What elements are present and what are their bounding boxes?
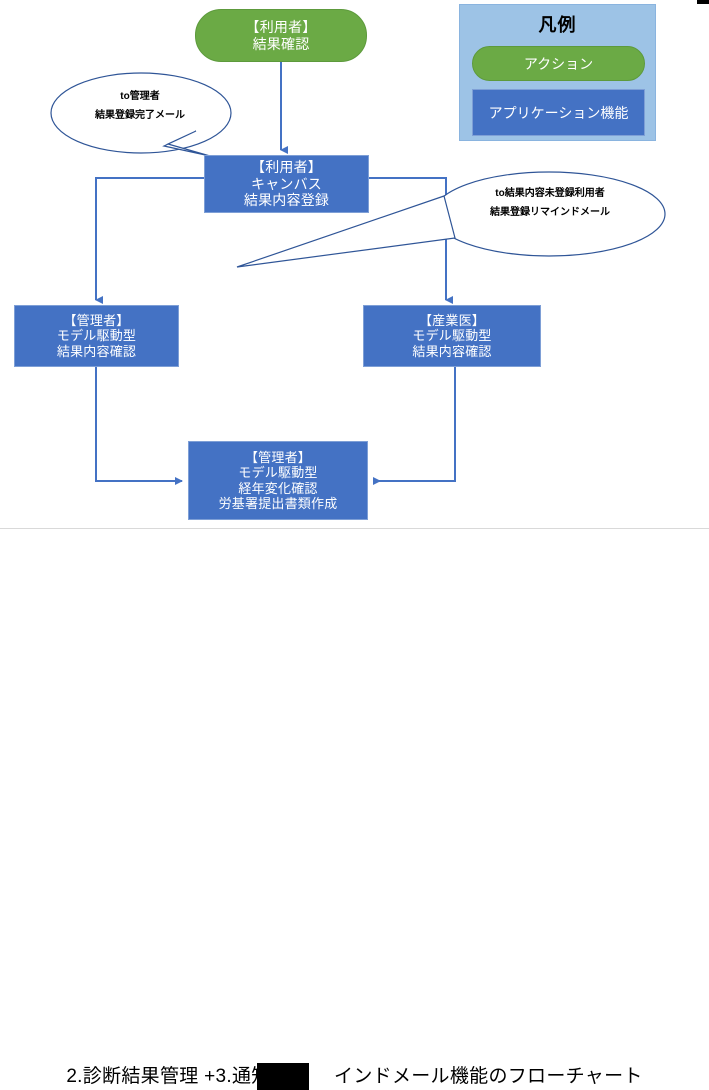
connector-center-to-doctor-check: [369, 177, 453, 304]
node-line: 【産業医】: [418, 313, 485, 328]
callout-left-label: to管理者 結果登録完了メール: [60, 88, 220, 125]
node-admin-trend-and-report[interactable]: 【管理者】 モデル駆動型 経年変化確認 労基署提出書類作成: [188, 441, 368, 520]
node-line: 【管理者】: [244, 449, 311, 465]
corner-mark: [697, 0, 709, 4]
node-line: 【利用者】: [245, 18, 317, 35]
callout-left-line1: to管理者: [120, 91, 160, 102]
node-line: 労基署提出書類作成: [218, 495, 338, 511]
node-line: 【利用者】: [251, 159, 322, 176]
node-line: 経年変化確認: [238, 480, 318, 496]
callout-right-line1: to結果内容未登録利用者: [495, 188, 605, 199]
node-line: 結果内容確認: [56, 343, 137, 359]
callout-left-line2: 結果登録完了メール: [95, 109, 185, 121]
node-line: モデル駆動型: [56, 328, 137, 344]
node-admin-model-driven-result-check[interactable]: 【管理者】 モデル駆動型 結果内容確認: [14, 305, 179, 367]
node-line: モデル駆動型: [412, 328, 492, 344]
node-occupational-physician-result-check[interactable]: 【産業医】 モデル駆動型 結果内容確認: [363, 305, 541, 367]
callout-right-line2: 結果登録リマインドメール: [490, 206, 610, 218]
redaction-box: [257, 1063, 309, 1090]
node-user-canvas-result-entry[interactable]: 【利用者】 キャンバス 結果内容登録: [204, 155, 369, 213]
connector-admin-check-to-trend: [95, 367, 183, 485]
node-line: キャンバス: [251, 175, 322, 192]
connector-doctor-check-to-trend: [373, 367, 456, 485]
callout-left-tail: [162, 130, 211, 157]
node-line: 結果内容確認: [412, 343, 492, 359]
legend-action-label: アクション: [523, 55, 594, 72]
caption-bar: 2.診断結果管理 +3.通知 インドメール機能のフローチャート: [0, 528, 709, 1090]
node-line: モデル駆動型: [238, 465, 318, 481]
node-line: 【管理者】: [63, 313, 130, 328]
node-line: 結果内容登録: [243, 192, 330, 209]
legend-appfunction-label: アプリケーション機能: [488, 104, 629, 121]
callout-right-label: to結果内容未登録利用者 結果登録リマインドメール: [440, 185, 660, 222]
node-user-result-confirm[interactable]: 【利用者】 結果確認: [195, 9, 367, 62]
legend-swatch-action: アクション: [472, 46, 645, 81]
caption-text: 2.診断結果管理 +3.通知 インドメール機能のフローチャート: [66, 1066, 643, 1087]
legend-title: 凡例: [538, 15, 577, 35]
node-line: 結果確認: [252, 35, 310, 52]
legend-swatch-appfunction: アプリケーション機能: [472, 89, 645, 136]
connector-center-to-admin-check: [95, 177, 204, 304]
legend-panel: 凡例 アクション アプリケーション機能: [459, 4, 656, 141]
